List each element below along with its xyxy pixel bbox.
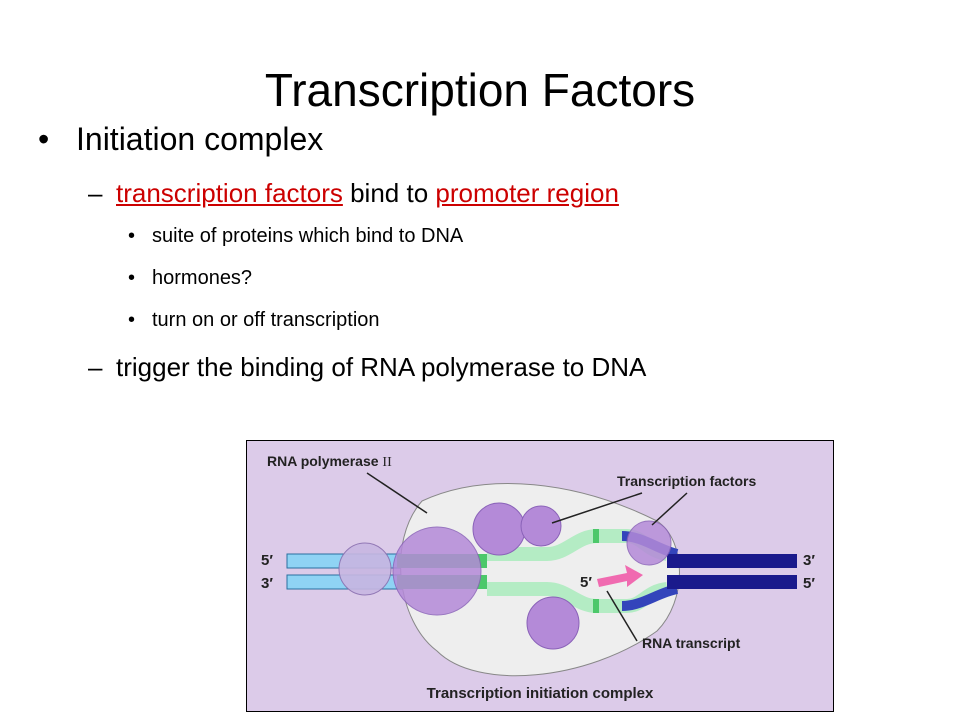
- bubble-marker-top: [593, 529, 599, 543]
- dna-top-right: [667, 554, 797, 568]
- label-rna-polymerase: RNA polymerase II: [267, 453, 392, 470]
- factor-top-1: [472, 502, 526, 556]
- sub-point-dot: •: [128, 309, 136, 331]
- sub-point-dot: •: [128, 267, 136, 289]
- sub-point-1: • suite of proteins which bind to DNA: [128, 222, 463, 250]
- bubble-marker-bottom: [593, 599, 599, 613]
- label-3-left: 3′: [261, 575, 273, 592]
- label-5-transcript: 5′: [580, 574, 592, 591]
- label-transcription-factors: Transcription factors: [617, 473, 756, 489]
- transcription-initiation-figure: RNA polymerase II Transcription factors …: [246, 440, 834, 712]
- bullet-dot: •: [38, 121, 50, 157]
- dna-dark-bottom-curve: [621, 584, 679, 611]
- sub-point-3: • turn on or off transcription: [128, 306, 380, 334]
- factor-top-2: [520, 505, 562, 547]
- sub-bullet-middle-text: bind to: [342, 178, 436, 208]
- sub-point-text: turn on or off transcription: [152, 309, 380, 331]
- dna-bottom-right: [667, 575, 797, 589]
- label-5-left: 5′: [261, 552, 273, 569]
- sub-point-text: suite of proteins which bind to DNA: [152, 225, 464, 247]
- factor-bottom: [526, 596, 580, 650]
- link-transcription-factors[interactable]: transcription factors: [116, 178, 343, 208]
- factor-top-right: [626, 520, 672, 566]
- factor-left-small: [338, 542, 392, 596]
- figure-caption: Transcription initiation complex: [427, 685, 654, 702]
- dash-marker: –: [88, 178, 103, 208]
- slide-title: Transcription Factors: [264, 64, 696, 116]
- pointer-transcript: [606, 590, 638, 642]
- sub-point-dot: •: [128, 225, 136, 247]
- bullet-text: Initiation complex: [76, 121, 324, 157]
- sub-bullet-trigger-binding: –trigger the binding of RNA polymerase t…: [88, 350, 646, 384]
- sub-bullet-text: trigger the binding of RNA polymerase to…: [116, 352, 647, 382]
- pointer-factors-2: [651, 492, 688, 526]
- factor-large-left: [392, 526, 482, 616]
- rna-transcript-arrow: [597, 565, 643, 587]
- sub-point-text: hormones?: [152, 267, 253, 289]
- link-promoter-region[interactable]: promoter region: [435, 178, 619, 208]
- label-3-right: 3′: [803, 552, 815, 569]
- label-5-right: 5′: [803, 575, 815, 592]
- pointer-polymerase: [366, 472, 428, 514]
- figure-svg: RNA polymerase II Transcription factors …: [261, 453, 815, 702]
- label-rna-transcript: RNA transcript: [642, 635, 741, 651]
- sub-bullet-transcription-factors: –transcription factors bind to promoter …: [88, 176, 619, 210]
- sub-point-2: • hormones?: [128, 264, 252, 292]
- dash-marker: –: [88, 352, 103, 382]
- pointer-factors-1: [551, 492, 643, 524]
